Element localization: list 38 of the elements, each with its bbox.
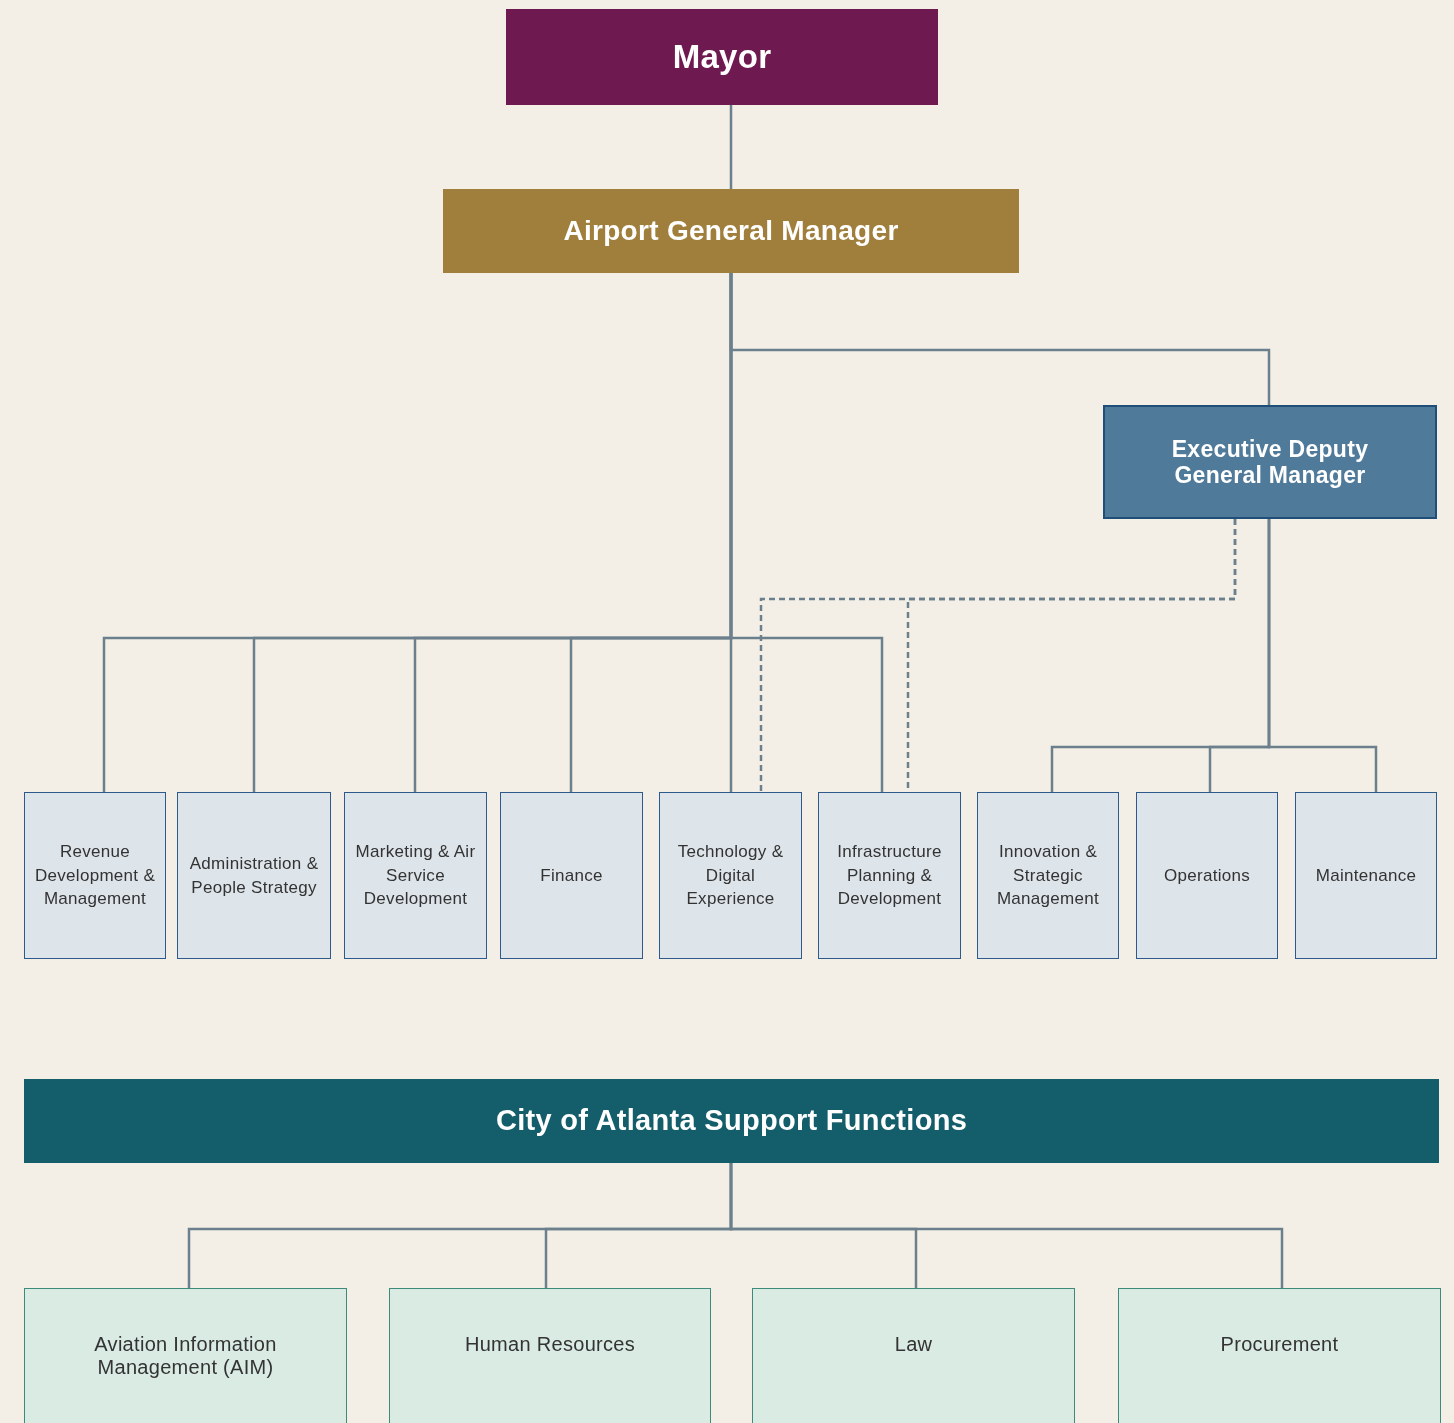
department-box xyxy=(1295,792,1437,959)
node-label: Mayor xyxy=(671,38,773,76)
node-label: Maintenance xyxy=(1314,864,1418,887)
node-label: Procurement xyxy=(1219,1333,1340,1356)
department-box xyxy=(177,792,331,959)
node-label: Marketing & Air Service Development xyxy=(354,840,477,911)
support-box xyxy=(752,1288,1075,1423)
role-box xyxy=(1103,405,1437,519)
connector-line xyxy=(729,105,733,189)
node-label: Infrastructure Planning & Development xyxy=(836,840,943,911)
role-box xyxy=(443,189,1019,273)
node-label: Finance xyxy=(539,864,604,887)
node-label: Airport General Manager xyxy=(562,214,900,248)
department-box xyxy=(1136,792,1278,959)
support-box xyxy=(1118,1288,1441,1423)
connector-line xyxy=(729,273,884,792)
node-label: Human Resources xyxy=(463,1333,637,1356)
department-box xyxy=(344,792,487,959)
node-label: Law xyxy=(893,1333,934,1356)
support-box xyxy=(24,1288,347,1423)
node-label: Aviation Information Management (AIM) xyxy=(93,1333,278,1379)
node-label: Executive Deputy General Manager xyxy=(1170,435,1370,489)
node-label: City of Atlanta Support Functions xyxy=(494,1104,969,1138)
department-box xyxy=(977,792,1119,959)
role-box xyxy=(506,9,938,105)
node-label: Revenue Development & Management xyxy=(33,840,157,911)
connector-line xyxy=(729,1163,1284,1288)
node-label: Operations xyxy=(1162,864,1252,887)
department-box xyxy=(659,792,802,959)
department-box xyxy=(818,792,961,959)
node-label: Innovation & Strategic Management xyxy=(995,840,1101,911)
department-box xyxy=(24,792,166,959)
node-label: Technology & Digital Experience xyxy=(676,840,785,911)
section-banner xyxy=(24,1079,1439,1163)
department-box xyxy=(500,792,643,959)
connector-line xyxy=(1267,519,1378,792)
node-label: Administration & People Strategy xyxy=(188,852,320,899)
support-box xyxy=(389,1288,711,1423)
